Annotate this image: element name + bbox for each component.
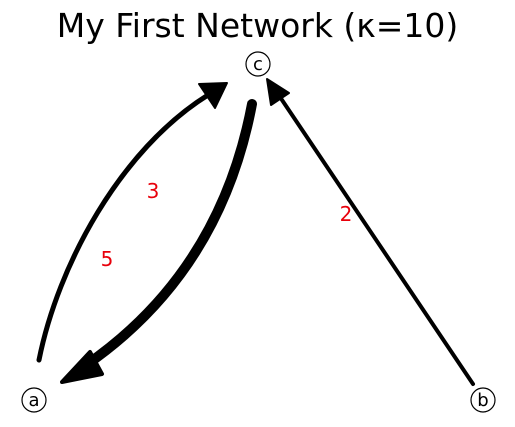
edge-c-to-a bbox=[60, 99, 257, 384]
node-label-c: c bbox=[253, 54, 263, 75]
edge-label-b-to-c: 2 bbox=[340, 202, 353, 226]
edge-label-c-to-a: 5 bbox=[101, 247, 114, 271]
node-label-a: a bbox=[28, 390, 39, 411]
diagram-title: My First Network (κ=10) bbox=[56, 6, 459, 45]
node-c: c bbox=[245, 51, 271, 77]
edge-a-to-c bbox=[36, 82, 228, 363]
node-label-b: b bbox=[477, 390, 488, 411]
edge-label-a-to-c: 3 bbox=[147, 179, 160, 203]
node-b: b bbox=[470, 387, 496, 413]
edge-b-to-c bbox=[266, 78, 475, 386]
node-a: a bbox=[21, 387, 47, 413]
